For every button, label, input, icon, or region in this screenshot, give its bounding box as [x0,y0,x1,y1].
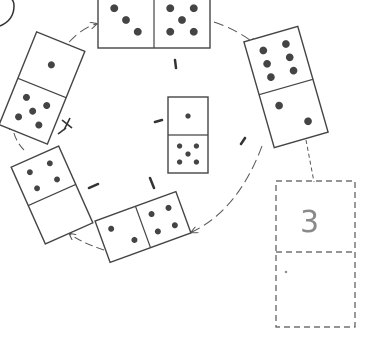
tick-mark [89,184,98,188]
answer-domino-outline [276,181,355,327]
tick-mark [150,178,154,188]
arrow-right-to-answer [306,140,314,182]
domino-pip [177,143,182,148]
domino-pip [110,4,118,12]
domino-top [98,0,210,48]
domino-pip [166,4,174,12]
domino-pip [194,143,199,148]
domino-pip [185,113,190,118]
domino-pip [190,28,198,36]
tick-mark [241,138,245,144]
corner-circle [0,0,14,26]
domino-pip [177,159,182,164]
domino-pip [166,28,174,36]
domino-pip [190,4,198,12]
domino-center [168,97,208,173]
domino-pip [134,28,142,36]
arrow-bottom-to-left [70,234,104,250]
answer-domino[interactable]: 3 [276,181,355,327]
domino-pip [178,16,186,24]
answer-bottom-pencil-dot [285,271,287,273]
domino-pip [194,159,199,164]
pencil-scribble [58,118,72,134]
tick-mark [155,120,162,122]
domino-pip [185,151,190,156]
domino-left [11,146,93,244]
domino-pip [122,16,130,24]
answer-top-value: 3 [300,205,319,240]
tick-mark [175,60,176,68]
domino-right-upper [244,26,328,147]
domino-bottom [95,192,191,263]
domino-set [0,0,328,262]
